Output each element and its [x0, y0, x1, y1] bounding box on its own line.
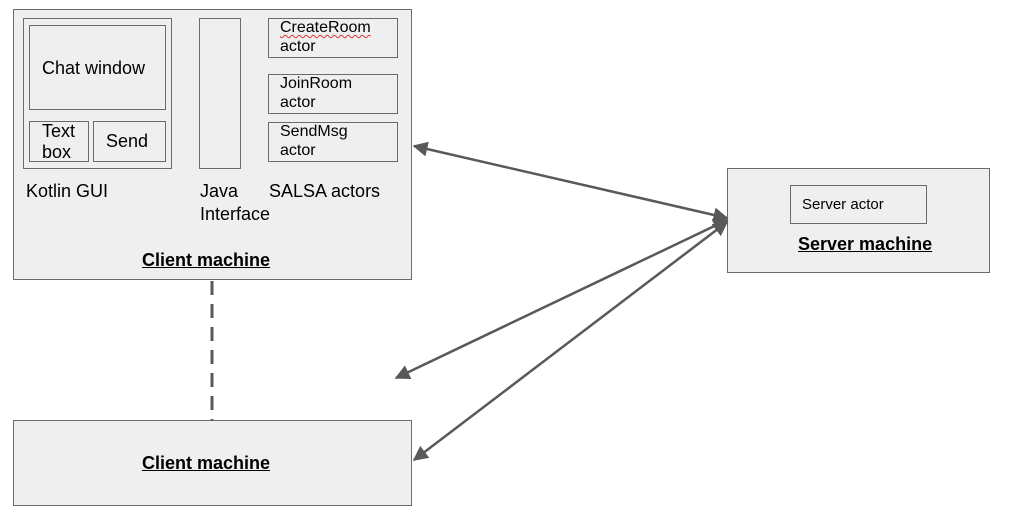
chat-window-box: [29, 25, 166, 110]
text-box-label-line2: box: [42, 142, 72, 162]
client-machine-bottom-title: Client machine: [142, 453, 271, 473]
send-msg-actor-label-line1: SendMsg: [280, 123, 348, 140]
send-box: [93, 121, 166, 162]
salsa-actors-label: SALSA actors: [269, 181, 381, 201]
text-box: [29, 121, 89, 162]
java-interface-box: [199, 18, 241, 169]
send-msg-actor-box: [268, 122, 398, 162]
chat-window-label: Chat window: [42, 58, 146, 78]
server-actor-label: Server actor: [802, 196, 884, 213]
join-room-actor-label-line1: JoinRoom: [280, 75, 353, 92]
create-room-actor-label-line1: CreateRoom: [280, 19, 371, 36]
server-machine-title: Server machine: [798, 234, 933, 254]
join-room-actor-box: [268, 74, 398, 114]
java-interface-label-line2: Interface: [200, 204, 271, 224]
arrow-server-to-middle: [394, 218, 729, 380]
create-room-actor-box: [268, 18, 398, 58]
arrow-server-to-client-bottom: [412, 221, 729, 461]
client-machine-top-title: Client machine: [142, 250, 271, 270]
client-machine-bottom: [13, 420, 412, 506]
join-room-actor-label-line2: actor: [280, 94, 316, 111]
send-label: Send: [106, 131, 149, 151]
text-box-label-line1: Text: [42, 121, 76, 141]
server-actor-box: [790, 185, 927, 224]
arrow-server-to-client-top: [412, 141, 729, 223]
send-msg-actor-label-line2: actor: [280, 142, 316, 159]
create-room-actor-label-line2: actor: [280, 38, 316, 55]
java-interface-label-line1: Java: [200, 181, 239, 201]
kotlin-gui-label: Kotlin GUI: [26, 181, 109, 201]
